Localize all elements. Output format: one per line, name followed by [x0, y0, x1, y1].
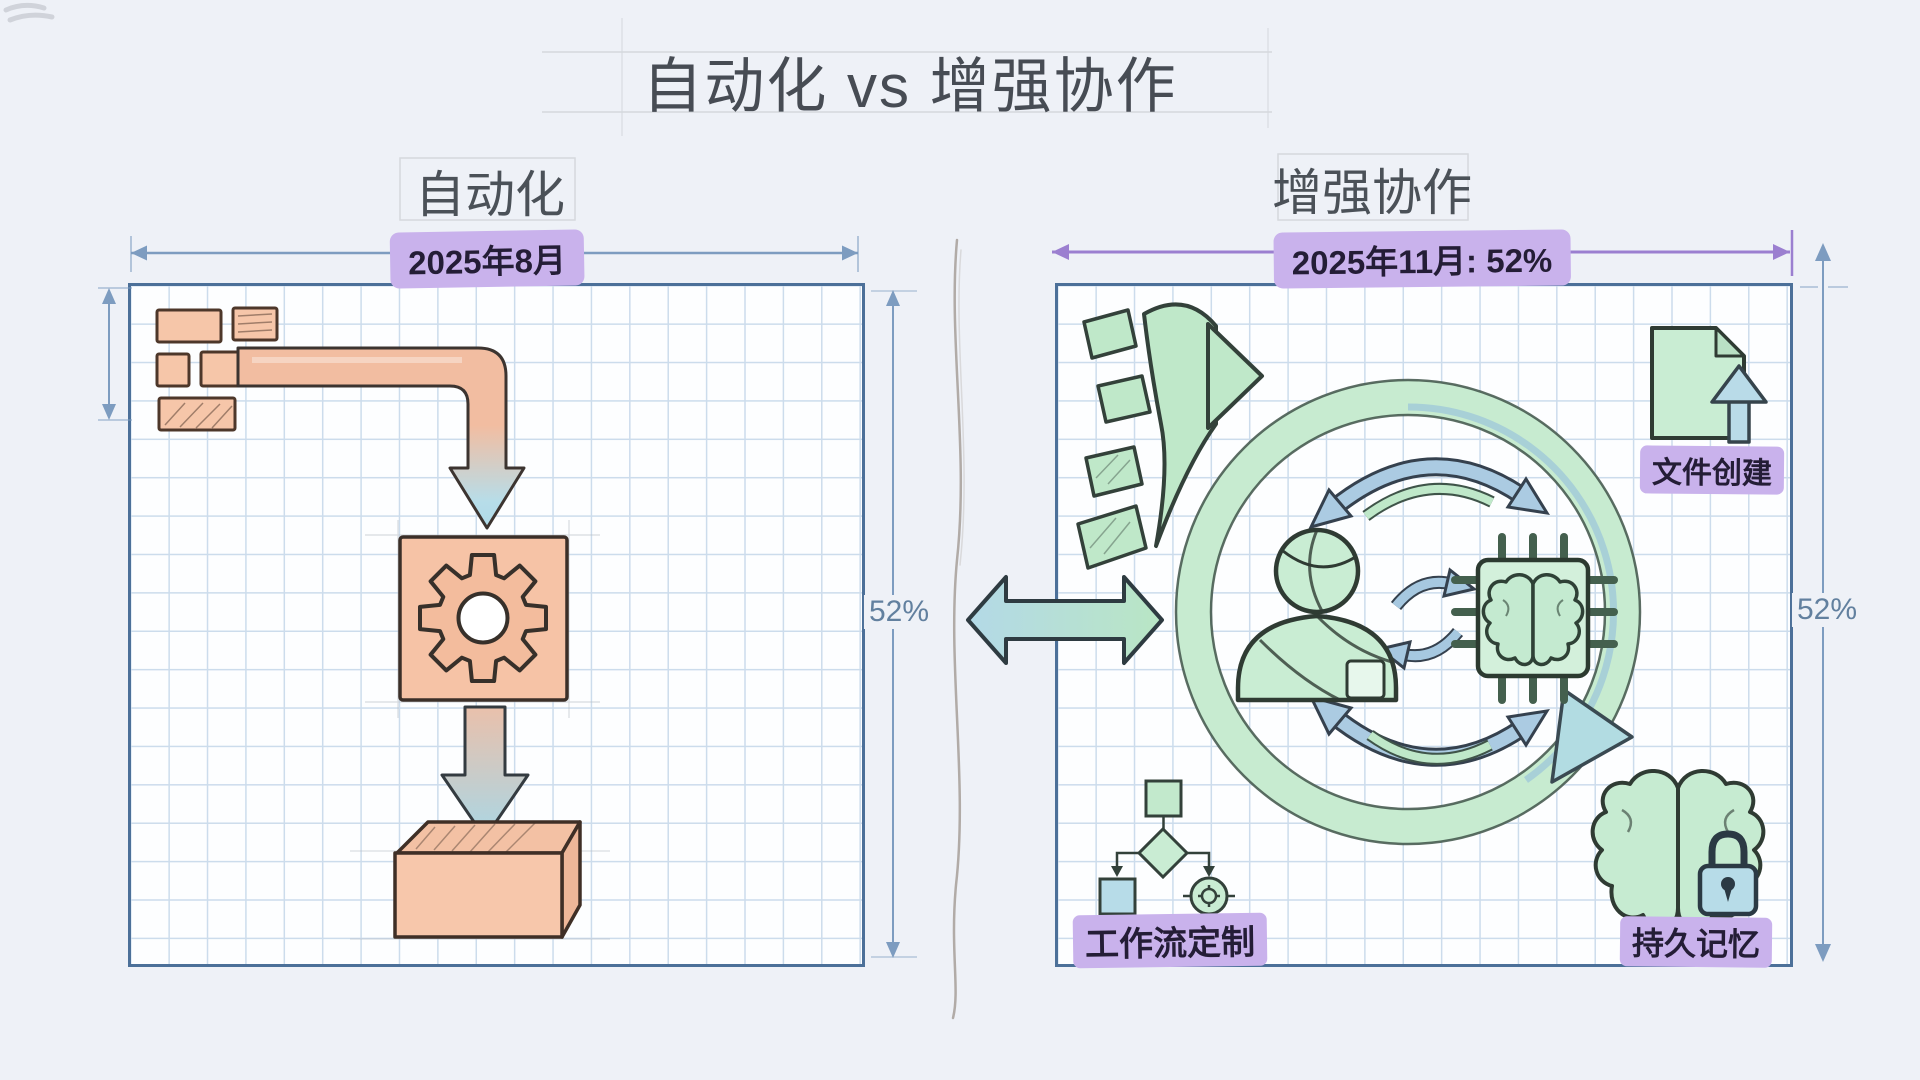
down-arrow-icon: [440, 705, 530, 840]
gear-icon: [365, 520, 600, 718]
brain-lock-icon: [1590, 769, 1766, 930]
ai-chip-icon: [1451, 533, 1618, 704]
automation-share-metric: 52%: [863, 595, 935, 629]
bidirectional-arrow-icon: [966, 575, 1164, 665]
title-guide-lines: [399, 18, 1469, 221]
ring-arrowhead: [1550, 688, 1634, 784]
launch-arrow-icon: [1076, 302, 1264, 570]
persistent-memory-label: 持久记忆: [1619, 916, 1773, 968]
divider-line: [951, 238, 965, 1020]
automation-timeline-label: 2025年8月: [389, 229, 585, 289]
page-title: 自动化 vs 增强协作: [642, 53, 1178, 120]
workflow-customization-label: 工作流定制: [1072, 912, 1268, 969]
cycle-arrows-bottom-icon: [1308, 694, 1550, 767]
automation-heading: 自动化: [415, 167, 565, 223]
workflow-diagram-icon: [1098, 779, 1235, 916]
collaboration-heading: 增强协作: [1272, 165, 1472, 221]
person-icon: [1235, 527, 1399, 703]
file-creation-label: 文件创建: [1639, 445, 1785, 495]
chip-brain-icon: [1481, 573, 1585, 667]
collaboration-ring-icon: [1174, 378, 1642, 846]
document-upload-icon: [1650, 326, 1768, 444]
corner-scribble: [3, 2, 55, 23]
pipe-arrow-icon: [236, 346, 526, 530]
cycle-arrows-top-icon: [1308, 457, 1550, 530]
collaboration-timeline-label: 2025年11月: 52%: [1273, 229, 1571, 289]
exchange-arrows-icon: [1376, 567, 1478, 671]
collaboration-share-metric: 52%: [1791, 593, 1863, 627]
package-box-icon: [350, 820, 610, 940]
dimension-arrow-brick-height: [98, 287, 132, 421]
